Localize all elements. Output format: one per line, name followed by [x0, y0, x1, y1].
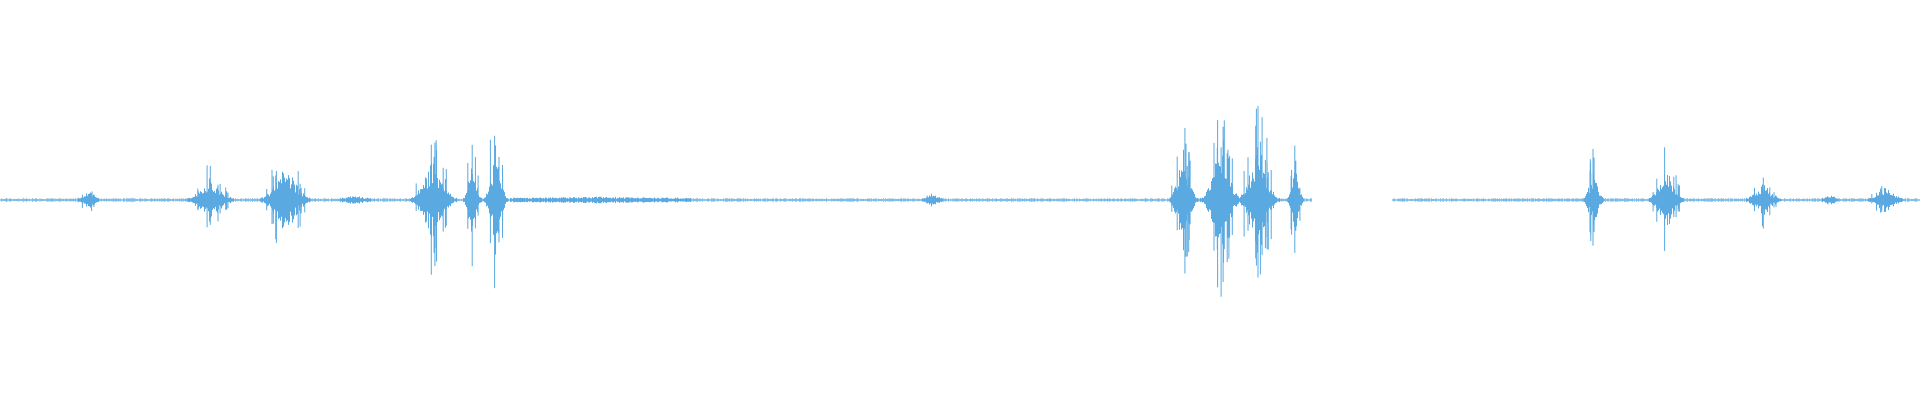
waveform-burst-shape	[1237, 106, 1280, 278]
waveform-burst	[1169, 128, 1198, 274]
waveform-burst	[483, 135, 508, 289]
waveform-burst-shape	[410, 140, 457, 275]
waveform-burst-shape	[187, 165, 234, 228]
waveform-burst-shape	[1868, 186, 1903, 213]
waveform-burst-shape	[1649, 147, 1684, 251]
waveform-burst-shape	[922, 193, 943, 207]
waveform-burst	[463, 144, 482, 267]
waveform-burst-shape	[510, 196, 691, 204]
waveform-burst-shape	[1746, 177, 1781, 229]
waveform-burst	[1287, 145, 1304, 253]
waveform-burst	[260, 169, 311, 243]
waveform-burst	[1237, 106, 1280, 278]
waveform-burst-shape	[463, 144, 482, 267]
waveform-burst-shape	[78, 191, 99, 211]
waveform-burst	[1868, 186, 1903, 213]
waveform-burst	[410, 140, 457, 275]
waveform-burst	[1200, 120, 1241, 297]
waveform-burst	[1822, 195, 1839, 205]
waveform-burst	[78, 191, 99, 211]
waveform-burst-shape	[1169, 128, 1198, 274]
waveform-burst-shape	[340, 196, 371, 204]
waveform-burst-shape	[1200, 120, 1241, 297]
waveform-burst	[922, 193, 943, 207]
waveform-burst-shape	[1583, 148, 1604, 246]
waveform-burst	[1649, 147, 1684, 251]
waveform-burst-shape	[1822, 195, 1839, 205]
waveform-burst-shape	[1287, 145, 1304, 253]
waveform-burst	[340, 196, 371, 204]
waveform-burst-shape	[483, 135, 508, 289]
waveform-burst	[1583, 148, 1604, 246]
waveform-burst	[187, 165, 234, 228]
waveform-burst	[1746, 177, 1781, 229]
waveform-bursts	[0, 106, 1920, 297]
waveform-burst	[510, 196, 691, 204]
waveform-burst-shape	[260, 169, 311, 243]
